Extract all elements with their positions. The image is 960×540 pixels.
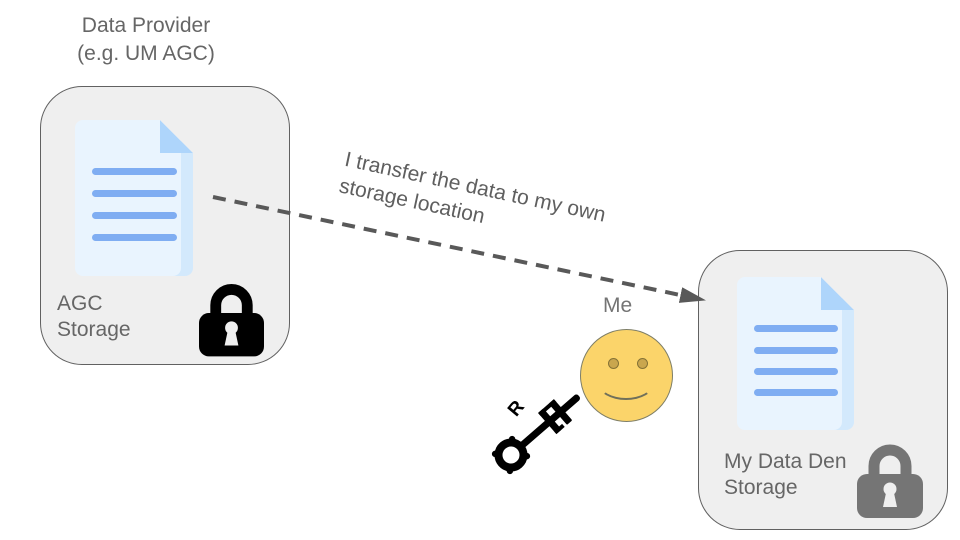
destination-storage-label-line1: My Data Den — [724, 450, 847, 473]
document-icon — [75, 120, 193, 276]
destination-storage-label: My Data Den Storage — [724, 449, 847, 501]
provider-title-line2: (e.g. UM AGC) — [77, 42, 215, 65]
provider-storage-label-line2: Storage — [57, 318, 131, 341]
smiley-face-icon — [580, 329, 673, 422]
provider-title: Data Provider (e.g. UM AGC) — [38, 12, 254, 68]
document-text-line — [754, 347, 838, 354]
smiley-mouth — [598, 367, 654, 400]
smiley-right-eye — [637, 358, 648, 369]
document-text-line — [92, 212, 177, 219]
document-text-line — [92, 234, 177, 241]
provider-title-line1: Data Provider — [81, 14, 211, 37]
transfer-caption: I transfer the data to my own storage lo… — [337, 146, 609, 255]
document-text-line — [92, 168, 177, 175]
provider-storage-label: AGC Storage — [57, 291, 131, 343]
lock-icon — [199, 284, 264, 357]
key-icon — [482, 376, 597, 484]
document-text-line — [754, 325, 838, 332]
me-label: Me — [603, 294, 633, 317]
lock-icon — [857, 444, 923, 518]
destination-storage-label-line2: Storage — [724, 476, 798, 499]
document-text-line — [92, 190, 177, 197]
document-text-line — [754, 368, 838, 375]
document-icon — [737, 277, 854, 430]
document-text-line — [754, 389, 838, 396]
provider-storage-label-line1: AGC — [57, 292, 103, 315]
